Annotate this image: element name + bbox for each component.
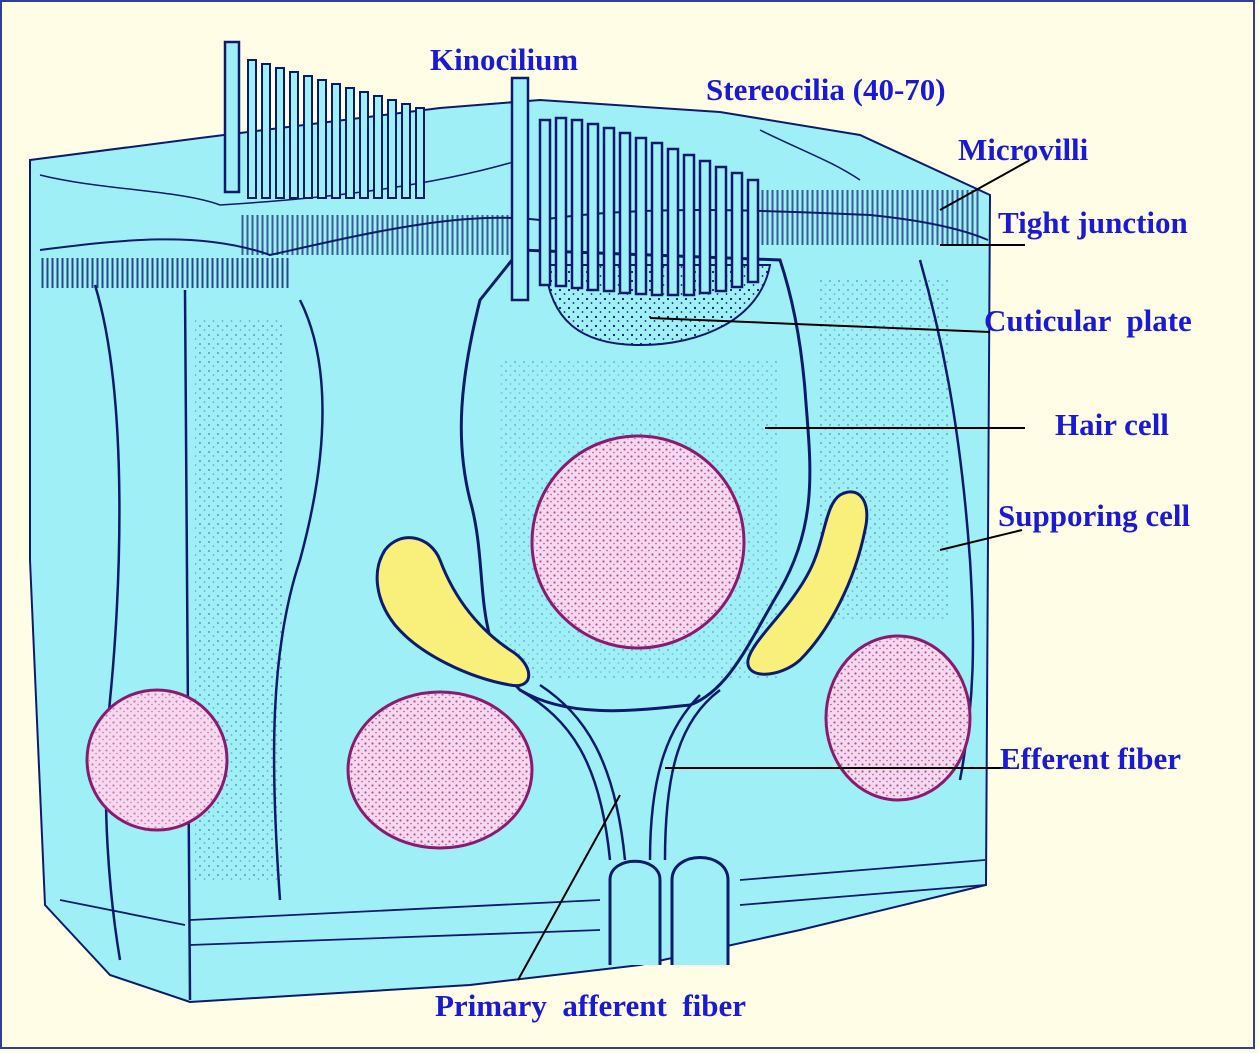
hair-cell-nucleus-stipple xyxy=(534,438,742,646)
label-kinocilium: Kinocilium xyxy=(430,44,578,75)
label-primary-afferent-fiber: Primary afferent fiber xyxy=(435,990,746,1021)
microvilli-band-mid xyxy=(240,215,520,255)
microvilli-band-left xyxy=(40,258,290,288)
support-nucleus-left-stipple xyxy=(89,692,225,828)
label-tight-junction: Tight junction xyxy=(998,207,1188,238)
microvilli-band-right xyxy=(760,190,980,245)
label-efferent-fiber: Efferent fiber xyxy=(1000,743,1181,774)
support-nucleus-right-stipple xyxy=(828,638,968,798)
fiber-tube-right xyxy=(672,858,728,966)
kinocilium xyxy=(512,78,528,300)
label-microvilli: Microvilli xyxy=(958,134,1088,165)
support-nucleus-middle-stipple xyxy=(350,694,530,846)
kinocilium-background xyxy=(225,42,239,192)
label-cuticular-plate: Cuticular plate xyxy=(984,305,1192,336)
label-supporting-cell: Supporing cell xyxy=(998,500,1190,531)
label-stereocilia: Stereocilia (40-70) xyxy=(706,74,946,105)
label-hair-cell: Hair cell xyxy=(1055,409,1169,440)
fiber-tube-left xyxy=(610,861,660,965)
